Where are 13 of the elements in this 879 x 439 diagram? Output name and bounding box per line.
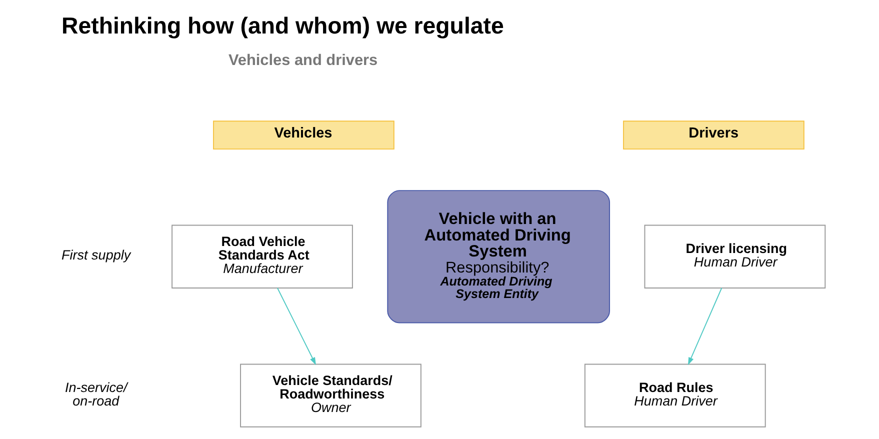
node-box: Road Vehicle Standards Act Manufacturer [172,224,353,288]
node-box: Driver licensing Human Driver [644,224,826,288]
node-box: Road Rules Human Driver [584,364,766,428]
label: Vehicles and drivers [228,52,378,69]
arrow [688,288,722,366]
node-box: Vehicle Standards/ Roadworthiness Owner [240,364,422,428]
node-box: Drivers [623,120,804,150]
label: First supply [62,247,131,262]
diagram-title: Rethinking how (and whom) we regulate [62,12,504,39]
label: In-service/ on-road [64,380,128,408]
node-box: Vehicles [213,120,394,150]
arrow [276,288,316,366]
node-box: Vehicle with an Automated Driving System Responsibility? Automated Driving System Entity [387,190,610,324]
